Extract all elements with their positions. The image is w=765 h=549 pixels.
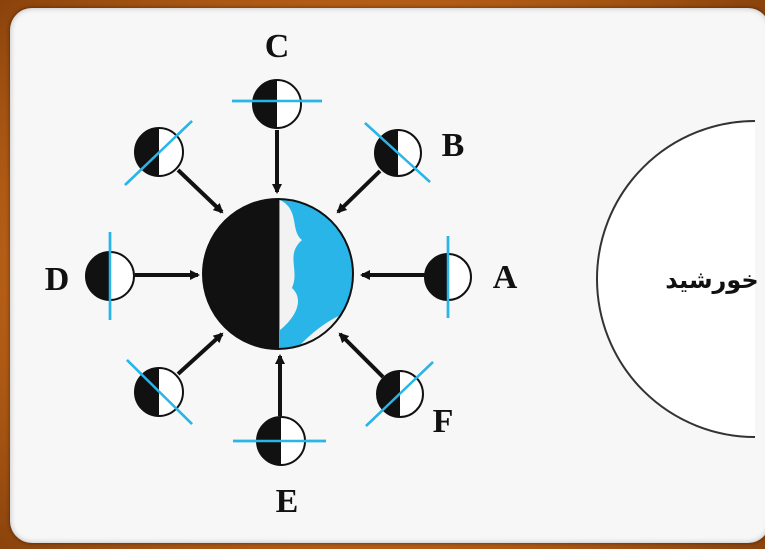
label-E: E — [276, 483, 299, 520]
moon-E — [233, 416, 326, 466]
moon-C — [232, 79, 322, 129]
label-D: D — [45, 261, 70, 298]
arrow-top-left — [176, 168, 224, 214]
arrow-F — [338, 332, 385, 379]
sun — [596, 120, 756, 438]
earth — [202, 198, 354, 350]
arrow-B — [336, 169, 382, 214]
label-C: C — [265, 28, 290, 65]
moon-top-left — [124, 120, 193, 186]
moon-B — [364, 122, 431, 183]
moon-A — [424, 236, 472, 318]
moon-bottom-left — [126, 359, 193, 425]
moon-F — [365, 361, 434, 427]
moon-D — [85, 232, 135, 320]
arrows — [135, 130, 425, 416]
label-B: B — [442, 127, 465, 164]
arrow-bottom-left — [176, 332, 224, 376]
sun-label: خورشید — [665, 266, 758, 294]
label-A: A — [493, 259, 518, 296]
label-F: F — [433, 403, 454, 440]
